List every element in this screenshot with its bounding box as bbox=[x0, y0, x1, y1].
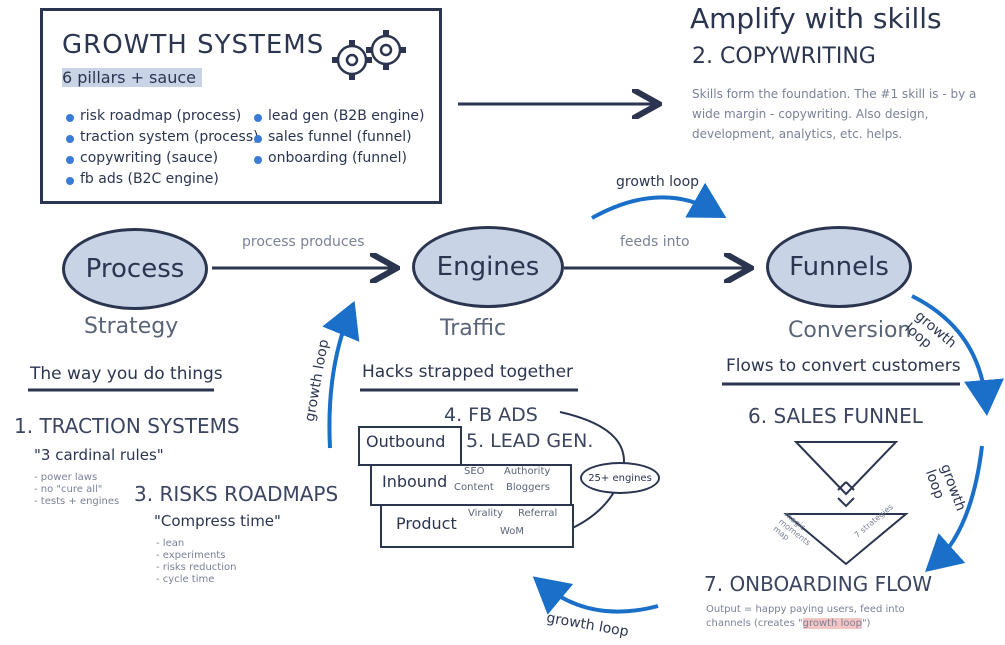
traction-note: - tests + engines bbox=[34, 496, 120, 507]
referral-label: Referral bbox=[518, 508, 558, 519]
fb-ads-label: 4. FB ADS bbox=[444, 404, 538, 426]
content-label: Content bbox=[454, 482, 494, 493]
pillar-item: fb ads (B2C engine) bbox=[66, 171, 219, 187]
process-produces-label: process produces bbox=[242, 234, 365, 250]
wom-label: WoM bbox=[500, 526, 525, 537]
feeds-into-label: feeds into bbox=[620, 234, 690, 250]
traction-quote: "3 cardinal rules" bbox=[34, 446, 164, 464]
lead-gen-label: 5. LEAD GEN. bbox=[466, 430, 594, 452]
risks-roadmaps-title: 3. RISKS ROADMAPS bbox=[134, 482, 339, 506]
engines-count-badge: 25+ engines bbox=[580, 462, 660, 494]
growth-systems-subtitle: 6 pillars + sauce bbox=[62, 68, 202, 87]
traffic-tagline: Hacks strapped together bbox=[362, 362, 574, 382]
funnel-triangle-top bbox=[793, 441, 899, 496]
risk-note: - cycle time bbox=[156, 574, 215, 585]
pillar-item: lead gen (B2B engine) bbox=[254, 108, 424, 124]
onboarding-text-pre: channels (creates " bbox=[706, 618, 803, 629]
growth-systems-title: GROWTH SYSTEMS bbox=[62, 30, 325, 60]
onboarding-text-line2: channels (creates "growth loop") bbox=[706, 618, 870, 630]
inbound-channel bbox=[370, 464, 572, 506]
bloggers-label: Bloggers bbox=[506, 482, 550, 493]
risk-quote: "Compress time" bbox=[154, 512, 281, 530]
risk-note: - lean bbox=[156, 538, 185, 549]
pillar-item: onboarding (funnel) bbox=[254, 150, 407, 166]
skills-text: Skills form the foundation. The #1 skill… bbox=[692, 87, 977, 141]
seo-label: SEO bbox=[464, 466, 485, 477]
growth-loop-left-arrow bbox=[322, 300, 360, 449]
process-caption: Strategy bbox=[84, 314, 179, 339]
risk-note: - risks reduction bbox=[156, 562, 237, 573]
onboarding-text-post: ") bbox=[861, 618, 871, 629]
growth-loop-right-arrow bbox=[911, 294, 1004, 416]
conversion-tagline: Flows to convert customers bbox=[726, 356, 961, 376]
outbound-label: Outbound bbox=[366, 432, 446, 451]
growth-loop-label-top: growth loop bbox=[616, 174, 700, 190]
product-label: Product bbox=[396, 514, 457, 533]
product-channel bbox=[380, 504, 574, 548]
funnels-node: Funnels bbox=[766, 226, 912, 308]
growth-loop-top-arrow bbox=[591, 182, 727, 220]
virality-label: Virality bbox=[468, 508, 504, 519]
growth-loop-bottom-arrow bbox=[532, 576, 659, 615]
pillar-item: risk roadmap (process) bbox=[66, 108, 241, 124]
authority-label: Authority bbox=[504, 466, 551, 477]
sales-funnel-title: 6. SALES FUNNEL bbox=[748, 404, 923, 428]
funnel-triangle-bottom bbox=[783, 513, 909, 566]
pillar-item: sales funnel (funnel) bbox=[254, 129, 412, 145]
onboarding-flow-title: 7. ONBOARDING FLOW bbox=[704, 572, 933, 596]
pillar-item: copywriting (sauce) bbox=[66, 150, 218, 166]
growth-systems-box bbox=[40, 8, 442, 204]
strategy-tagline: The way you do things bbox=[30, 364, 223, 384]
process-node: Process bbox=[62, 228, 208, 310]
inbound-label: Inbound bbox=[382, 472, 448, 491]
growth-loop-highlight: growth loop bbox=[802, 618, 862, 629]
onboarding-text-line1: Output = happy paying users, feed into bbox=[706, 604, 905, 615]
funnels-caption: Conversion bbox=[788, 318, 912, 343]
engines-caption: Traffic bbox=[440, 316, 507, 341]
skills-title: Amplify with skills bbox=[690, 2, 942, 35]
copywriting-heading: 2. COPYWRITING bbox=[692, 44, 876, 69]
traction-note: - power laws bbox=[34, 472, 98, 483]
growth-loop-right-lower-arrow bbox=[925, 445, 984, 573]
risk-note: - experiments bbox=[156, 550, 226, 561]
engines-node: Engines bbox=[412, 226, 564, 308]
traction-systems-title: 1. TRACTION SYSTEMS bbox=[14, 414, 240, 438]
gears-icon bbox=[332, 30, 406, 80]
outbound-channel bbox=[358, 426, 462, 466]
pillar-item: traction system (process) bbox=[66, 129, 259, 145]
traction-note: - no "cure all" bbox=[34, 484, 103, 495]
